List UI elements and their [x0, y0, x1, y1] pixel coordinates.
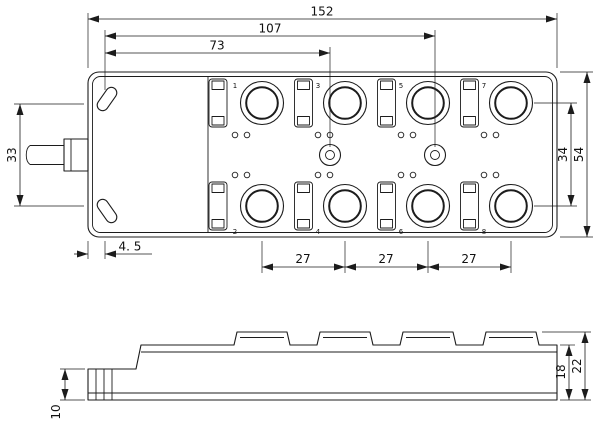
- connector-port: [488, 183, 534, 229]
- dimension-18: 18: [554, 344, 591, 401]
- dimension-107: 107: [104, 22, 436, 147]
- dimension-4-5: 4. 5: [74, 240, 152, 259]
- clamp: [208, 181, 228, 231]
- dimension-pitch-27: 27 27 27: [261, 241, 512, 273]
- top-view: 1 3 5 7 2 4 6 8: [25, 71, 558, 238]
- dimension-34: 34: [534, 102, 577, 207]
- connector-port: [405, 183, 451, 229]
- clamp: [208, 78, 228, 128]
- led-pair: [480, 131, 500, 139]
- port-number: 2: [233, 228, 237, 236]
- dim-label-18: 18: [554, 364, 568, 379]
- port-number: 5: [399, 82, 403, 90]
- cable-gland: [63, 138, 89, 172]
- cable-entry: [25, 138, 89, 172]
- dimension-10: 10: [49, 368, 85, 420]
- dimension-73: 73: [105, 39, 331, 147]
- port-number: 1: [233, 82, 237, 90]
- clamp: [377, 181, 396, 231]
- led-pair: [480, 171, 500, 179]
- body-outline: [87, 71, 558, 238]
- dimension-33: 33: [5, 103, 84, 207]
- dim-label-33: 33: [5, 147, 19, 162]
- mounting-slot-bottom: [94, 196, 120, 226]
- dimension-54: 54: [560, 71, 593, 238]
- mounting-slot-top: [94, 84, 120, 114]
- dim-label-34: 34: [556, 147, 570, 162]
- dim-label-27b: 27: [378, 252, 393, 266]
- dim-label-152: 152: [311, 5, 334, 19]
- screw-boss: [423, 143, 447, 167]
- clamp: [294, 78, 313, 128]
- clamp: [294, 181, 313, 231]
- connector-port: [239, 183, 285, 229]
- cable-break: [25, 145, 31, 165]
- dim-label-73: 73: [209, 39, 224, 53]
- dim-label-10: 10: [49, 404, 63, 419]
- connector-port: [488, 80, 534, 126]
- connector-port: [322, 183, 368, 229]
- dim-label-4-5: 4. 5: [119, 240, 142, 254]
- clamp: [377, 78, 396, 128]
- side-outline: [87, 331, 558, 401]
- port-number: 4: [316, 228, 321, 236]
- dim-label-27a: 27: [295, 252, 310, 266]
- led-pair: [314, 171, 334, 179]
- port-number: 3: [316, 82, 320, 90]
- led-pair: [397, 171, 417, 179]
- led-pair: [231, 171, 251, 179]
- connector-port: [405, 80, 451, 126]
- dimension-152: 152: [87, 5, 558, 68]
- connector-port: [239, 80, 285, 126]
- dim-label-22: 22: [570, 358, 584, 373]
- port-number: 6: [399, 228, 404, 236]
- screw-boss: [318, 143, 342, 167]
- dim-label-27c: 27: [461, 252, 476, 266]
- side-view: [87, 331, 558, 401]
- dim-label-54: 54: [572, 147, 586, 162]
- clamp: [460, 181, 479, 231]
- body-inner-wall: [92, 76, 553, 233]
- port-number: 8: [482, 228, 486, 236]
- dimension-22: 22: [542, 331, 591, 400]
- dim-label-107: 107: [259, 22, 282, 36]
- led-pair: [231, 131, 251, 139]
- clamp: [460, 78, 479, 128]
- led-pair: [397, 131, 417, 139]
- port-number: 7: [482, 82, 486, 90]
